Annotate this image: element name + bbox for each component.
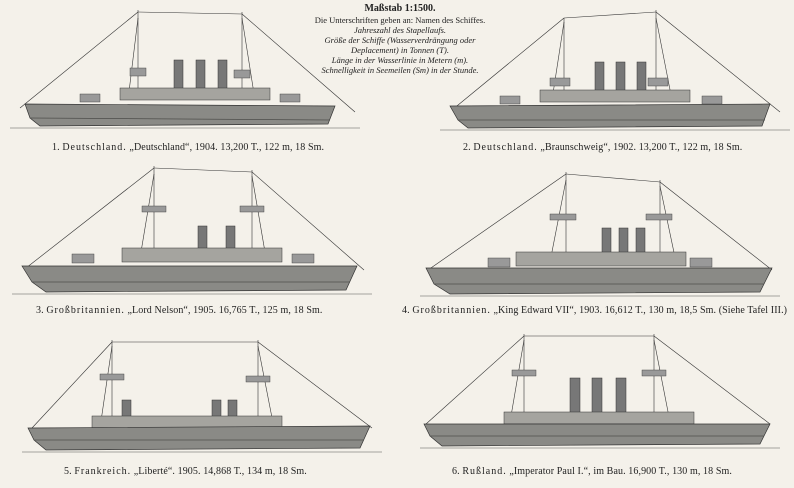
- ship-caption-6: 6. Rußland. „Imperator Paul I.“, im Bau.…: [452, 466, 732, 477]
- legend-line: Schnelligkeit in Seemeilen (Sm) in der S…: [321, 65, 479, 75]
- ship-number: 2.: [463, 142, 471, 153]
- legend-line: Deplacement) in Tonnen (T).: [351, 45, 449, 55]
- ship-details: „Braunschweig“, 1902. 13,200 T., 122 m, …: [540, 142, 743, 153]
- ship-details: „King Edward VII“, 1903. 16,612 T., 130 …: [493, 305, 717, 316]
- scale-title: Maßstab 1:1500.: [364, 3, 436, 14]
- ship-country: Deutschland.: [62, 142, 127, 153]
- legend-line: Jahreszahl des Stapellaufs.: [354, 25, 446, 35]
- ship-plate-reference: (Siehe Tafel III.): [718, 305, 788, 316]
- ship-country: Frankreich.: [74, 466, 132, 477]
- ship-caption-4: 4. Großbritannien. „King Edward VII“, 19…: [402, 305, 787, 316]
- ship-illustration-2: [440, 8, 790, 138]
- ship-illustration-1: [10, 8, 360, 138]
- ship-country: Rußland.: [462, 466, 507, 477]
- ship-illustration-4: [420, 170, 780, 300]
- legend-line: Größe der Schiffe (Wasserverdrängung ode…: [324, 35, 476, 45]
- legend-line: Die Unterschriften geben an: Namen des S…: [314, 15, 486, 25]
- ship-country: Großbritannien.: [412, 305, 491, 316]
- ship-illustration-6: [420, 330, 780, 460]
- scale-legend: Maßstab 1:1500. Die Unterschriften geben…: [300, 3, 500, 76]
- ship-details: „Lord Nelson“, 1905. 16,765 T., 125 m, 1…: [127, 305, 323, 316]
- ship-caption-2: 2. Deutschland. „Braunschweig“, 1902. 13…: [463, 142, 742, 153]
- ship-details: „Deutschland“, 1904. 13,200 T., 122 m, 1…: [129, 142, 325, 153]
- ship-number: 4.: [402, 305, 410, 316]
- ship-number: 5.: [64, 466, 72, 477]
- ship-illustration-3: [12, 162, 372, 302]
- legend-line: Länge in der Wasserlinie in Metern (m).: [331, 55, 469, 65]
- ship-caption-5: 5. Frankreich. „Liberté“. 1905. 14,868 T…: [64, 466, 307, 477]
- ship-number: 6.: [452, 466, 460, 477]
- ship-details: „Liberté“. 1905. 14,868 T., 134 m, 18 Sm…: [133, 466, 307, 477]
- ship-caption-1: 1. Deutschland. „Deutschland“, 1904. 13,…: [52, 142, 324, 153]
- ship-number: 3.: [36, 305, 44, 316]
- ship-caption-3: 3. Großbritannien. „Lord Nelson“, 1905. …: [36, 305, 322, 316]
- ship-country: Großbritannien.: [46, 305, 125, 316]
- ship-details: „Imperator Paul I.“, im Bau. 16,900 T., …: [509, 466, 732, 477]
- ship-number: 1.: [52, 142, 60, 153]
- ship-country: Deutschland.: [473, 142, 538, 153]
- ship-illustration-5: [22, 336, 382, 466]
